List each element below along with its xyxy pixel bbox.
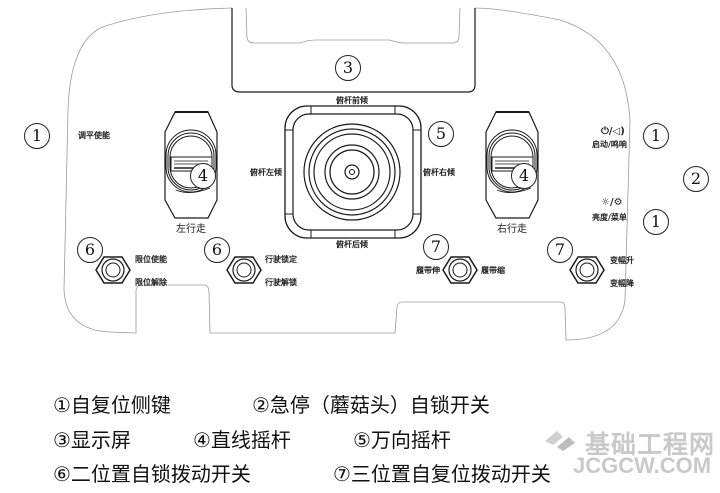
display-housing [231, 8, 476, 93]
marker-side-key-left: 1 [24, 123, 50, 149]
display-top-notch [245, 7, 461, 44]
left-travel-label: 左行走 [176, 224, 206, 235]
toggle-switch-nut-4 [569, 256, 605, 284]
luffing-up-label: 变幅升 [610, 256, 634, 265]
travel-lock-label: 行驶锁定 [265, 255, 297, 264]
joystick-left-label: 俯杆左倾 [250, 168, 282, 177]
marker-toggle-3: 7 [423, 234, 449, 260]
travel-unlock-label: 行驶解锁 [265, 278, 297, 287]
marker-display: 3 [335, 55, 361, 81]
marker-toggle-2: 6 [204, 237, 230, 263]
leveling-enable-label: 调平使能 [78, 131, 110, 140]
marker-side-key-right-top: 1 [643, 123, 669, 149]
limit-release-label: 限位解除 [135, 278, 167, 287]
watermark-en-text: JCGCW.COM [573, 453, 712, 478]
start-horn-label: 启动/鸣响 [592, 140, 627, 149]
legend-item-three-position-switch: ⑦三位置自复位拨动开关 [333, 462, 551, 486]
brightness-menu-label: 亮度/菜单 [592, 213, 627, 222]
universal-joystick-graphic [284, 105, 422, 239]
legend-item-universal-joystick: ⑤万向摇杆 [353, 428, 451, 452]
marker-left-linear-stick: 4 [190, 163, 216, 189]
joystick-right-label: 俯杆右倾 [423, 168, 455, 177]
legend-item-emergency-stop: ②急停（蘑菇头）自锁开关 [252, 393, 490, 417]
marker-toggle-1: 6 [77, 237, 103, 263]
right-linear-joystick-graphic [485, 111, 539, 219]
limit-enable-label: 限位使能 [135, 255, 167, 264]
remote-body-outline [63, 7, 631, 341]
marker-side-key-right-bottom: 1 [643, 209, 669, 235]
toggle-switch-nut-1 [95, 256, 131, 284]
marker-right-linear-stick: 4 [511, 163, 537, 189]
brightness-menu-icon: ☼/⚙ [601, 197, 623, 208]
marker-emergency-stop: 2 [683, 166, 709, 192]
legend-item-side-key: ①自复位侧键 [53, 393, 171, 417]
joystick-back-label: 俯杆后倾 [336, 240, 368, 249]
track-extend-label: 履带伸 [416, 266, 440, 275]
legend-item-linear-joystick: ④直线摇杆 [193, 428, 291, 452]
legend-item-display: ③显示屏 [53, 428, 131, 452]
toggle-switch-nut-3 [442, 256, 478, 284]
watermark-cn-text: 基础工程网 [585, 430, 716, 459]
toggle-switch-nut-2 [226, 256, 262, 284]
legend-item-two-position-switch: ⑥二位置自锁拨动开关 [53, 462, 251, 486]
marker-toggle-4: 7 [547, 237, 573, 263]
right-travel-label: 右行走 [497, 224, 527, 235]
track-retract-label: 履带缩 [481, 266, 505, 275]
watermark-logo-icon [545, 431, 575, 451]
joystick-front-label: 俯杆前倾 [336, 96, 368, 105]
power-horn-icon: ⏻/◁) [601, 126, 625, 137]
marker-universal-joystick: 5 [428, 121, 454, 147]
luffing-down-label: 变幅降 [610, 279, 634, 288]
